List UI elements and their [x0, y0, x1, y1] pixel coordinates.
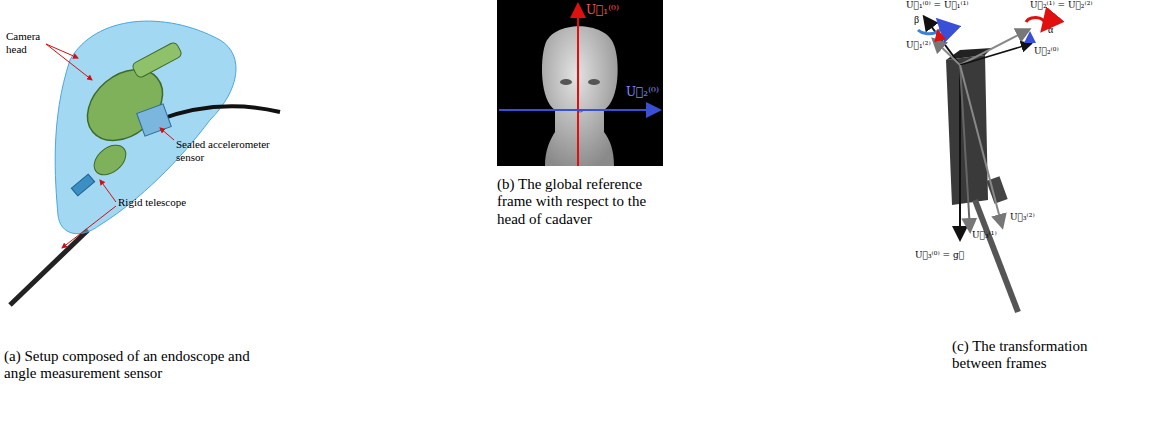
part-label: Camera head — [6, 30, 56, 55]
figure-caption: (c) The transformation between frames — [952, 338, 1092, 373]
vector-label: U⃗₁⁽⁰⁾ — [586, 4, 619, 18]
figure-caption: (a) Setup composed of an endoscope and a… — [4, 348, 250, 383]
part-label: Sealed accelerometer sensor — [176, 138, 296, 163]
endoscope-drawing — [10, 21, 280, 305]
angle-label: α — [1048, 24, 1053, 36]
head-frame-picture — [497, 0, 663, 166]
vector-label: U⃗₂⁽¹⁾ = U⃗₂⁽²⁾ — [1030, 0, 1093, 10]
vector-label: U⃗₃⁽¹⁾ — [972, 230, 997, 240]
frame-transform-picture — [918, 17, 1045, 312]
vector-label: U⃗₂⁽⁰⁾ — [626, 86, 659, 100]
vector-label: U⃗₁⁽²⁾ — [906, 40, 931, 50]
vector-label: U⃗₂⁽⁰⁾ — [1034, 46, 1059, 56]
figure-caption: (b) The global reference frame with resp… — [497, 176, 667, 228]
vector-label: U⃗₁⁽⁰⁾ = U⃗₁⁽¹⁾ — [906, 0, 969, 10]
part-label: Rigid telescope — [118, 196, 198, 209]
vector-label: U⃗₃⁽⁰⁾ = g⃗ — [915, 250, 964, 260]
angle-label: β — [914, 14, 919, 26]
vector-label: U⃗₃⁽²⁾ — [1010, 212, 1035, 222]
